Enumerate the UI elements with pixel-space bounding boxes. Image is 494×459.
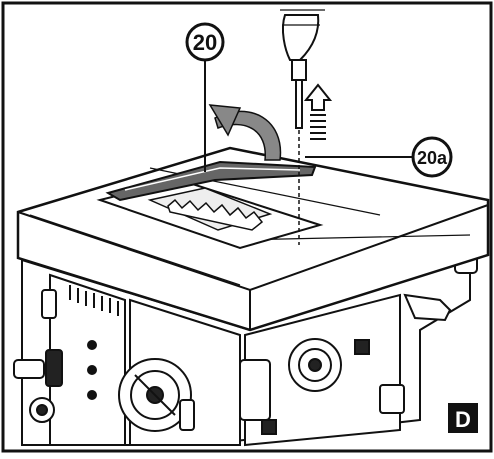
callout-20a-label: 20a [417, 148, 448, 168]
height-wheel [239, 338, 370, 435]
saw-blade [167, 198, 264, 231]
housing-vents [69, 285, 119, 316]
panel-letter: D [455, 407, 471, 432]
screwdriver-shaft [295, 79, 303, 129]
rail-handle [379, 244, 478, 414]
bevel-wheel [118, 358, 195, 432]
callout-20a: 20a [411, 136, 453, 178]
riving-knife-insert [105, 160, 317, 202]
callout-20-label: 20 [193, 30, 217, 55]
left-side-controls [13, 289, 97, 423]
callout-20: 20 [185, 22, 225, 62]
panel-badge: D [448, 403, 478, 433]
lift-arrow [303, 83, 333, 140]
rotation-arrow [208, 104, 282, 161]
screwdriver [280, 9, 325, 129]
